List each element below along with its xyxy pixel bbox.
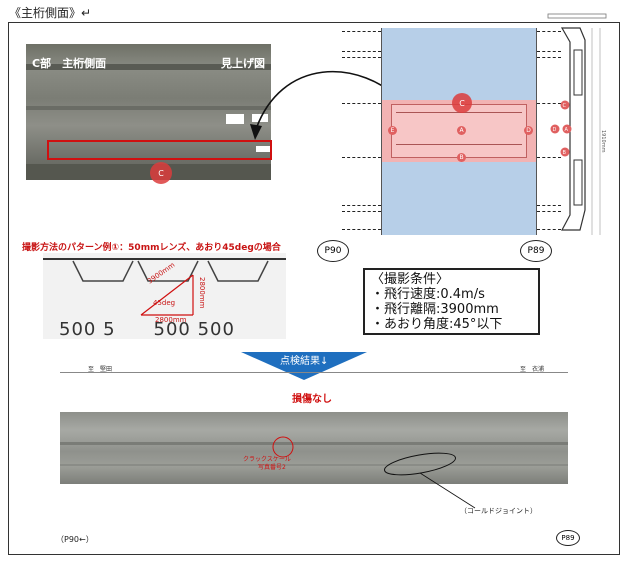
pier-right-bottom: P89 xyxy=(556,530,580,546)
dim-2800-vertical: 2800mm xyxy=(198,277,206,309)
svg-text:C: C xyxy=(563,103,567,109)
cross-section: C D A B 1910mm xyxy=(547,13,607,235)
pier-label-p89: P89 xyxy=(520,240,552,262)
pier-left-bottom: （P90←） xyxy=(56,535,94,544)
crack-note-1: クラックスケール xyxy=(243,456,291,463)
plan-marker-e-left: E xyxy=(388,126,397,135)
conditions-box: 〈撮影条件〉 ・飛行速度:0.4m/s ・飛行離隔:3900mm ・あおり角度:… xyxy=(363,268,540,335)
cold-joint-label: （コールドジョイント） xyxy=(460,507,537,515)
direction-right: 至 衣浦 xyxy=(520,366,545,373)
result-arrow xyxy=(241,352,367,380)
plan-marker-a: A xyxy=(457,126,466,135)
pattern-caption: 撮影方法のパターン例①：50mmレンズ、あおり45degの場合 xyxy=(22,243,281,253)
pattern-drawing: 3900mm 2800mm 45deg 2800mm 500 5 500 500 xyxy=(43,253,286,339)
svg-text:1910mm: 1910mm xyxy=(600,130,606,153)
girder-photo: C部 主桁側面 見上げ図 xyxy=(26,44,271,180)
dim-2800-horizontal: 2800mm xyxy=(155,316,187,324)
pier-label-p90: P90 xyxy=(317,240,349,262)
conditions-heading: 〈撮影条件〉 xyxy=(371,272,450,287)
photo-label-left: C部 主桁側面 xyxy=(32,57,107,70)
direction-left: 至 堅田 xyxy=(88,366,113,373)
plan-marker-d: D xyxy=(524,126,533,135)
girder-scan-image xyxy=(60,412,568,484)
angle-label: 45deg xyxy=(153,299,176,307)
plan-marker-b: B xyxy=(457,153,466,162)
conditions-speed: ・飛行速度:0.4m/s xyxy=(371,287,485,302)
damage-label: 損傷なし xyxy=(292,394,332,405)
svg-text:D: D xyxy=(553,127,557,133)
section-title: 《主桁側面》↵ xyxy=(9,6,92,20)
svg-text:A: A xyxy=(565,127,569,133)
photo-label-right: 見上げ図 xyxy=(221,57,265,70)
joint-ellipse xyxy=(384,452,476,509)
plan-marker-c: C xyxy=(452,93,472,113)
result-label: 点検結果↓ xyxy=(280,356,329,367)
inspection-area-box xyxy=(47,140,272,160)
crack-circle xyxy=(272,436,294,458)
figure-frame xyxy=(8,22,620,555)
pattern-numbers: 500 5 500 500 xyxy=(59,319,235,339)
svg-text:B: B xyxy=(563,150,567,156)
crack-note-2: 写真番号2 xyxy=(258,464,286,471)
conditions-distance: ・飛行離隔:3900mm xyxy=(371,302,499,317)
conditions-angle: ・あおり角度:45°以下 xyxy=(371,317,503,332)
marker-c: C xyxy=(150,162,172,184)
